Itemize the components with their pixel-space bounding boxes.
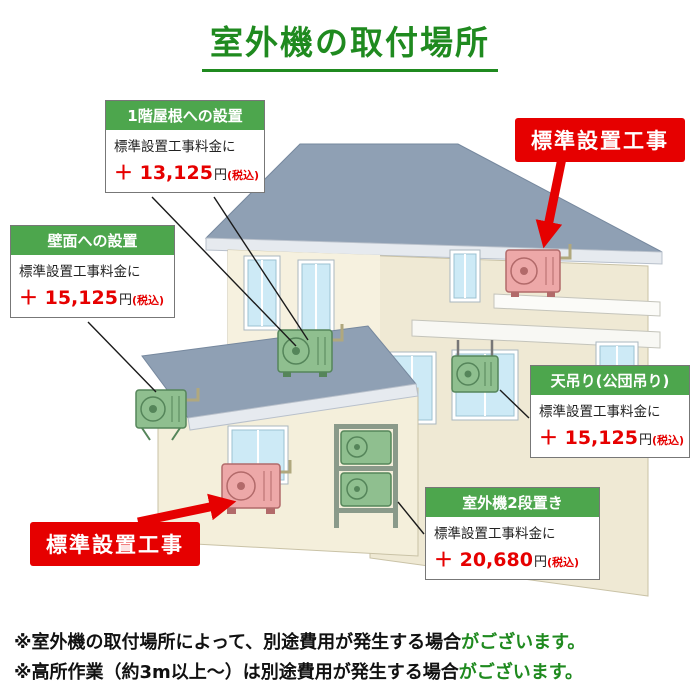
connector-wall-callout bbox=[87, 321, 157, 393]
callout-body: 標準設置工事料金に ＋ 15,125円(税込) bbox=[531, 395, 689, 457]
window bbox=[243, 255, 281, 331]
standard-installation-label-top: 標準設置工事 bbox=[515, 118, 685, 162]
outdoor-unit-ground bbox=[221, 460, 292, 514]
callout-body: 標準設置工事料金に ＋ 15,125円(税込) bbox=[11, 255, 174, 317]
connector-roof-callout-a bbox=[151, 196, 297, 347]
callout-heading: 天吊り(公団吊り) bbox=[531, 366, 689, 395]
tax-note: (税込) bbox=[651, 434, 685, 447]
note-text: ※高所作業（約3m以上〜）は別途費用が発生する場合 bbox=[14, 661, 459, 683]
window bbox=[449, 249, 481, 303]
callout-heading: 1階屋根への設置 bbox=[106, 101, 264, 130]
balcony-slab bbox=[493, 293, 661, 317]
connector-roof-callout-b bbox=[213, 196, 309, 341]
price-line: ＋ 13,125円(税込) bbox=[114, 158, 260, 185]
tax-note: (税込) bbox=[546, 556, 580, 569]
tax-note: (税込) bbox=[131, 294, 165, 307]
price-line: ＋ 15,125円(税込) bbox=[539, 423, 685, 450]
callout-roof-installation: 1階屋根への設置 標準設置工事料金に ＋ 13,125円(税込) bbox=[105, 100, 265, 193]
outdoor-unit-balcony bbox=[505, 244, 572, 297]
price-value: ＋ 20,680 bbox=[434, 549, 533, 571]
note-line: ※室外機の取付場所によって、別途費用が発生する場合がございます。 bbox=[14, 628, 585, 658]
note-text: ※室外機の取付場所によって、別途費用が発生する場合 bbox=[14, 632, 462, 653]
connector-two-stack-callout bbox=[397, 501, 425, 535]
notes: ※室外機の取付場所によって、別途費用が発生する場合がございます。 ※高所作業（約… bbox=[14, 628, 585, 687]
outdoor-unit-roof bbox=[277, 324, 344, 377]
price-value: ＋ 15,125 bbox=[19, 287, 118, 309]
callout-ceiling-installation: 天吊り(公団吊り) 標準設置工事料金に ＋ 15,125円(税込) bbox=[530, 365, 690, 458]
price-value: ＋ 13,125 bbox=[114, 162, 213, 184]
tax-note: (税込) bbox=[226, 169, 260, 182]
price-unit: 円 bbox=[213, 168, 227, 183]
callout-body: 標準設置工事料金に ＋ 13,125円(税込) bbox=[106, 130, 264, 192]
note-line: ※高所作業（約3m以上〜）は別途費用が発生する場合がございます。 bbox=[14, 658, 585, 688]
first-floor-roof-fascia bbox=[187, 383, 419, 431]
price-unit: 円 bbox=[533, 555, 547, 570]
price-value: ＋ 15,125 bbox=[539, 427, 638, 449]
standard-arrow-bottom-left bbox=[137, 493, 237, 527]
outdoor-unit-ceiling bbox=[451, 340, 499, 393]
note-text-highlight: がございます。 bbox=[458, 661, 583, 683]
window bbox=[297, 259, 335, 335]
callout-heading: 室外機2段置き bbox=[426, 488, 599, 517]
note-text-highlight: がございます。 bbox=[461, 632, 586, 653]
fee-base-text: 標準設置工事料金に bbox=[434, 526, 556, 542]
price-unit: 円 bbox=[638, 433, 652, 448]
callout-body: 標準設置工事料金に ＋ 20,680円(税込) bbox=[426, 517, 599, 579]
outdoor-unit-wall bbox=[135, 388, 200, 441]
callout-heading: 壁面への設置 bbox=[11, 226, 174, 255]
outdoor-unit-two-stack bbox=[334, 424, 398, 528]
page-title: 室外機の取付場所 bbox=[202, 16, 498, 72]
fee-base-text: 標準設置工事料金に bbox=[539, 404, 661, 420]
awning-band bbox=[411, 319, 661, 349]
price-line: ＋ 20,680円(税込) bbox=[434, 545, 591, 572]
connector-ceiling-callout bbox=[499, 389, 530, 419]
callout-wall-installation: 壁面への設置 標準設置工事料金に ＋ 15,125円(税込) bbox=[10, 225, 175, 318]
price-unit: 円 bbox=[118, 293, 132, 308]
standard-installation-label-bottom: 標準設置工事 bbox=[30, 522, 200, 566]
standard-arrow-top-right bbox=[535, 157, 567, 249]
price-line: ＋ 15,125円(税込) bbox=[19, 283, 166, 310]
fee-base-text: 標準設置工事料金に bbox=[19, 264, 141, 280]
callout-two-stack-installation: 室外機2段置き 標準設置工事料金に ＋ 20,680円(税込) bbox=[425, 487, 600, 580]
fee-base-text: 標準設置工事料金に bbox=[114, 139, 236, 155]
title-area: 室外機の取付場所 bbox=[0, 16, 700, 72]
